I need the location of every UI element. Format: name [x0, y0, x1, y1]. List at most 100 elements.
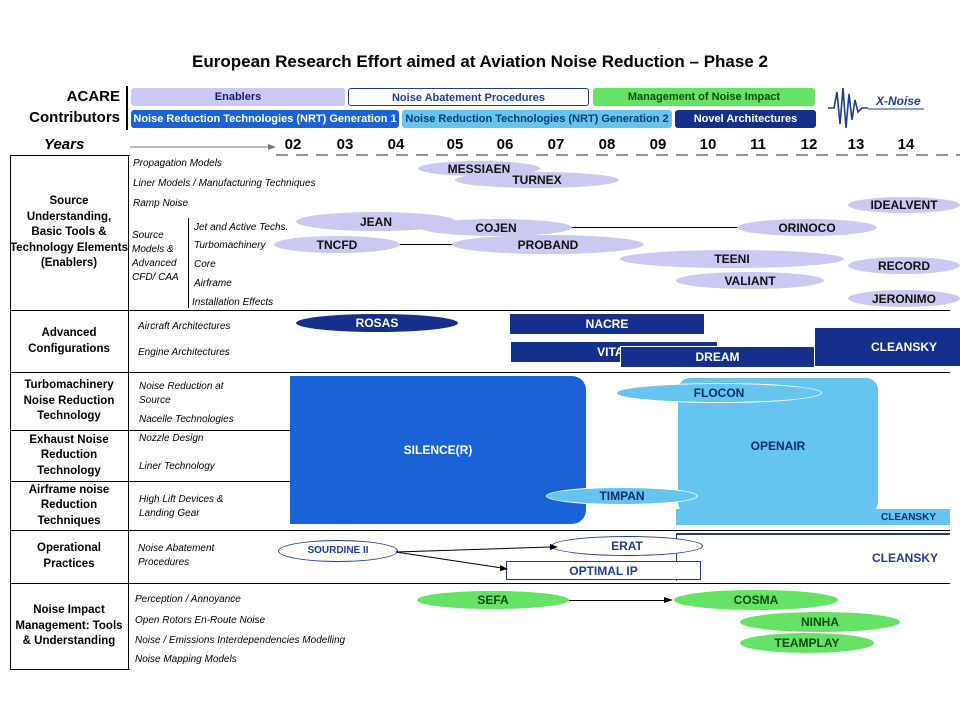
grid-left — [10, 155, 11, 669]
cleansky-ops-left-edge — [676, 533, 677, 581]
project-orinoco: ORINOCO — [737, 219, 877, 236]
subtopic-propagation: Propagation Models — [133, 158, 222, 169]
legend-novel: Novel Architectures — [675, 110, 816, 128]
legend-noise-abatement: Noise Abatement Procedures — [348, 88, 589, 106]
years-label: Years — [44, 136, 85, 153]
subtopic-interdep: Noise / Emissions Interdependencies Mode… — [135, 635, 346, 646]
year-06: 06 — [496, 136, 514, 153]
grid-cat-divider — [128, 155, 129, 669]
year-14: 14 — [897, 136, 915, 153]
project-sourdine: SOURDINE II — [278, 540, 398, 562]
project-cleansky-advanced: CLEANSKY — [815, 328, 960, 366]
link-sefa-cosma — [569, 600, 667, 601]
project-cojen: COJEN — [420, 219, 572, 236]
project-flocon: FLOCON — [616, 383, 822, 403]
category-operational: Operational Practices — [37, 542, 101, 570]
subtopic-mapping: Noise Mapping Models — [135, 654, 237, 665]
cleansky-ops-top-edge — [676, 533, 950, 535]
project-cleansky-nrt: CLEANSKY — [676, 509, 950, 525]
sefa-cosma-arrowhead-icon — [664, 597, 673, 603]
project-optimal-ip: OPTIMAL IP — [506, 561, 701, 580]
project-cleansky-ops: CLEANSKY — [872, 551, 939, 565]
contributors-label: Contributors — [29, 109, 120, 126]
project-ninha: NINHA — [740, 612, 900, 632]
category-airframe: Airframe noise Reduction Techniques — [28, 483, 110, 527]
project-teamplay: TEAMPLAY — [740, 633, 874, 653]
project-timpan: TIMPAN — [546, 487, 698, 505]
category-advanced: Advanced Configurations — [28, 326, 110, 355]
sourdine-arrows-icon — [395, 544, 558, 571]
year-13: 13 — [847, 136, 865, 153]
subtopic-installation: Installation Effects — [192, 297, 274, 308]
grid-top — [10, 155, 130, 156]
subtopic-core: Core — [194, 259, 216, 270]
project-silence: SILENCE(R) — [290, 376, 586, 524]
project-valiant: VALIANT — [676, 272, 824, 289]
legend-noise-impact: Management of Noise Impact — [593, 88, 815, 106]
subtopic-jet: Jet and Active Techs. — [194, 222, 289, 233]
year-11: 11 — [750, 136, 766, 153]
logo-text: X-Noise — [876, 94, 921, 108]
project-tncfd: TNCFD — [274, 236, 400, 253]
grid-row-1 — [10, 310, 950, 311]
grid-row-5 — [10, 530, 950, 531]
project-idealvent: IDEALVENT — [848, 197, 960, 213]
project-turnex: TURNEX — [455, 172, 619, 188]
year-02: 02 — [284, 136, 302, 153]
year-05: 05 — [446, 136, 464, 153]
category-impact: Noise Impact Management: Tools & Underst… — [15, 604, 123, 648]
project-jean: JEAN — [296, 212, 456, 231]
year-04: 04 — [387, 136, 405, 153]
subtopic-open-rotors: Open Rotors En-Route Noise — [135, 615, 266, 626]
subtopic-nap: Noise Abatement Procedures — [138, 543, 215, 568]
subtopic-ramp: Ramp Noise — [133, 198, 189, 209]
year-03: 03 — [336, 136, 354, 153]
project-erat: ERAT — [551, 536, 703, 556]
category-enablers: Source Understanding, Basic Tools & Tech… — [10, 195, 129, 270]
subtopic-liner-models: Liner Models / Manufacturing Techniques — [133, 178, 316, 189]
year-08: 08 — [598, 136, 616, 153]
project-proband: PROBAND — [452, 235, 644, 254]
subtopic-turbomachinery: Turbomachinery — [194, 240, 266, 251]
project-cosma: COSMA — [674, 590, 838, 610]
subtopic-nozzle: Nozzle Design — [139, 433, 204, 444]
legend-nrt-gen2: Noise Reduction Technologies (NRT) Gener… — [402, 110, 672, 128]
legend-enablers: Enablers — [131, 88, 345, 106]
legend-nrt-gen1: Noise Reduction Technologies (NRT) Gener… — [131, 110, 399, 128]
subtopic-airframe: Airframe — [194, 278, 232, 289]
category-turbo: Turbomachinery Noise Reduction Technolog… — [23, 379, 115, 423]
acare-label: ACARE — [66, 88, 120, 105]
project-dream: DREAM — [620, 346, 815, 368]
years-dashed-line — [276, 154, 960, 156]
grid-row-6 — [10, 583, 950, 584]
link-tncfd-proband — [398, 244, 498, 245]
category-exhaust: Exhaust Noise Reduction Technology — [29, 433, 109, 477]
grid-row-4 — [10, 481, 290, 482]
grid-row-2 — [10, 372, 950, 373]
grid-row-3 — [10, 430, 290, 431]
subtopic-perception: Perception / Annoyance — [135, 594, 241, 605]
source-models-divider — [188, 218, 189, 308]
subtopic-nacelle: Nacelle Technologies — [139, 414, 234, 425]
year-12: 12 — [800, 136, 818, 153]
acare-divider — [126, 86, 128, 130]
project-rosas: ROSAS — [296, 314, 458, 332]
year-09: 09 — [649, 136, 667, 153]
subtopic-source-models: Source Models & Advanced CFD/ CAA — [132, 230, 179, 283]
subtopic-nr-source: Noise Reduction at Source — [139, 381, 224, 406]
subtopic-engine-arch: Engine Architectures — [138, 347, 230, 358]
subtopic-high-lift: High Lift Devices & Landing Gear — [139, 494, 224, 519]
subtopic-liner-tech: Liner Technology — [139, 461, 215, 472]
grid-bottom — [10, 669, 130, 670]
xnoise-logo-icon — [828, 87, 924, 129]
project-record: RECORD — [848, 257, 960, 274]
subtopic-aircraft-arch: Aircraft Architectures — [138, 321, 231, 332]
year-07: 07 — [547, 136, 565, 153]
page-title: European Research Effort aimed at Aviati… — [192, 52, 768, 71]
project-teeni: TEENI — [620, 250, 844, 268]
project-sefa: SEFA — [417, 591, 569, 609]
year-10: 10 — [699, 136, 717, 153]
years-arrow-icon — [130, 144, 276, 150]
link-cojen-orinoco — [570, 227, 750, 228]
project-nacre: NACRE — [510, 314, 704, 334]
